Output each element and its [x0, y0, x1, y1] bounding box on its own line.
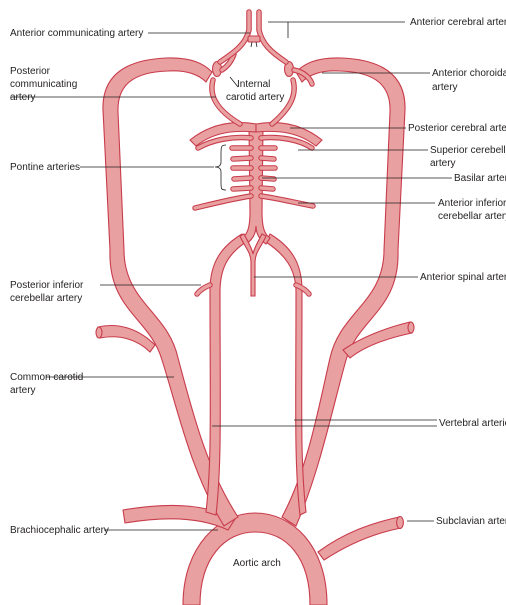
anterior-spinal-artery: [240, 234, 266, 296]
label-subclavian-artery: Subclavian artery: [436, 516, 506, 527]
label-anterior-inferior-cerebellar-1: Anterior inferior: [438, 198, 506, 209]
label-superior-cerebellar-2: artery: [430, 158, 456, 169]
label-vertebral-arteries: Vertebral arteries: [439, 418, 506, 429]
carotid-branch-right-cut: [408, 322, 414, 333]
label-common-carotid-2: artery: [10, 385, 36, 396]
vertebral-artery-left: [206, 234, 246, 515]
label-posterior-cerebral-artery: Posterior cerebral artery: [408, 123, 506, 134]
pica-left-fill: [197, 285, 210, 294]
label-anterior-cerebral-artery: Anterior cerebral artery: [410, 17, 506, 28]
label-common-carotid-1: Common carotid: [10, 372, 83, 383]
label-pontine-arteries: Pontine arteries: [10, 162, 80, 173]
label-posterior-communicating-3: artery: [10, 92, 36, 103]
posterior-cerebral-artery-right: [256, 123, 322, 146]
label-superior-cerebellar-1: Superior cerebellar: [430, 145, 506, 156]
label-brachiocephalic-artery: Brachiocephalic artery: [10, 525, 109, 536]
anterior-communicating-artery: [248, 36, 260, 42]
label-basilar-artery: Basilar artery: [454, 173, 506, 184]
label-anterior-inferior-cerebellar-2: cerebellar artery: [438, 211, 506, 222]
basilar-artery: [242, 126, 270, 244]
anterior-cerebral-artery-left-outline: [220, 12, 249, 62]
label-anterior-communicating-artery: Anterior communicating artery: [10, 28, 143, 39]
subclavian-artery-cut-end: [397, 517, 404, 529]
label-internal-carotid-1: Internal: [237, 79, 270, 90]
label-posterior-inferior-cerebellar-1: Posterior inferior: [10, 280, 84, 291]
vertebral-artery-right: [266, 234, 306, 515]
label-aortic-arch: Aortic arch: [233, 558, 281, 569]
posterior-cerebral-artery-left: [190, 123, 256, 146]
label-posterior-communicating-2: communicating: [10, 79, 77, 90]
aica-left-fill: [195, 196, 251, 208]
label-posterior-inferior-cerebellar-2: cerebellar artery: [10, 293, 82, 304]
label-anterior-choroidal-2: artery: [432, 82, 458, 93]
aica-right-fill: [261, 196, 313, 206]
label-anterior-spinal-artery: Anterior spinal artery: [420, 272, 506, 283]
subclavian-artery: [318, 517, 401, 560]
anterior-communicating-small-branches: [251, 42, 257, 47]
label-internal-carotid-2: carotid artery: [226, 92, 284, 103]
label-anterior-choroidal-1: Anterior choroidal: [432, 68, 506, 79]
label-posterior-communicating-1: Posterior: [10, 66, 51, 77]
carotid-branch-left-cut: [96, 327, 102, 338]
